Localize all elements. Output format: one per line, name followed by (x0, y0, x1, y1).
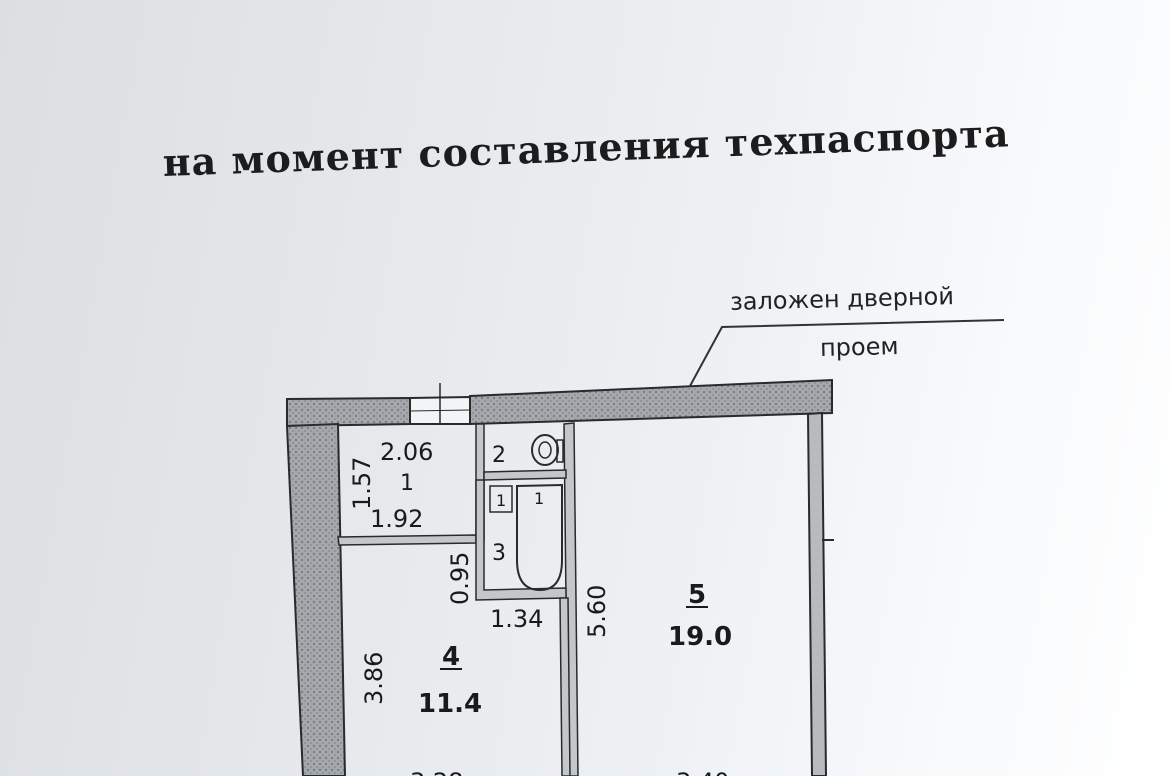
room-3-number: 3 (492, 541, 506, 566)
partition-wc-bath (483, 469, 567, 481)
dim-room4-height: 3.86 (360, 652, 388, 705)
dim-hall-width: 2.06 (380, 438, 433, 466)
room-5-number: 5 (688, 580, 706, 610)
room-4-area: 11.4 (418, 689, 482, 719)
dim-bottom-left: 3.28 (410, 768, 463, 776)
dim-room5-height: 5.60 (583, 585, 611, 638)
dim-bath-width: 1.34 (490, 605, 543, 633)
room-5-area: 19.0 (668, 622, 732, 652)
sink-label: 1 (496, 491, 506, 510)
top-wall-left (286, 396, 411, 428)
left-wall (285, 422, 347, 776)
partition-hall-bottom (337, 534, 477, 546)
partition-room4 (559, 597, 571, 776)
room-1-area: 1.92 (370, 505, 423, 533)
toilet-fixture (531, 434, 559, 466)
bathtub-label: 1 (534, 489, 544, 508)
bathtub-fixture (516, 483, 563, 592)
bathroom-outline (475, 479, 567, 601)
sink-fixture (489, 485, 513, 513)
top-wall-right (469, 378, 833, 426)
right-wall (806, 411, 828, 776)
room-2-number: 2 (492, 443, 506, 468)
annotation-leader (689, 319, 1005, 387)
dim-hall-height: 1.57 (348, 457, 376, 510)
dim-bath-height: 0.95 (446, 552, 474, 605)
room-4-number: 4 (442, 642, 460, 672)
window-edge (409, 409, 471, 412)
dim-bottom-right: 3.40 (676, 768, 729, 776)
room-1-number: 1 (400, 471, 414, 496)
